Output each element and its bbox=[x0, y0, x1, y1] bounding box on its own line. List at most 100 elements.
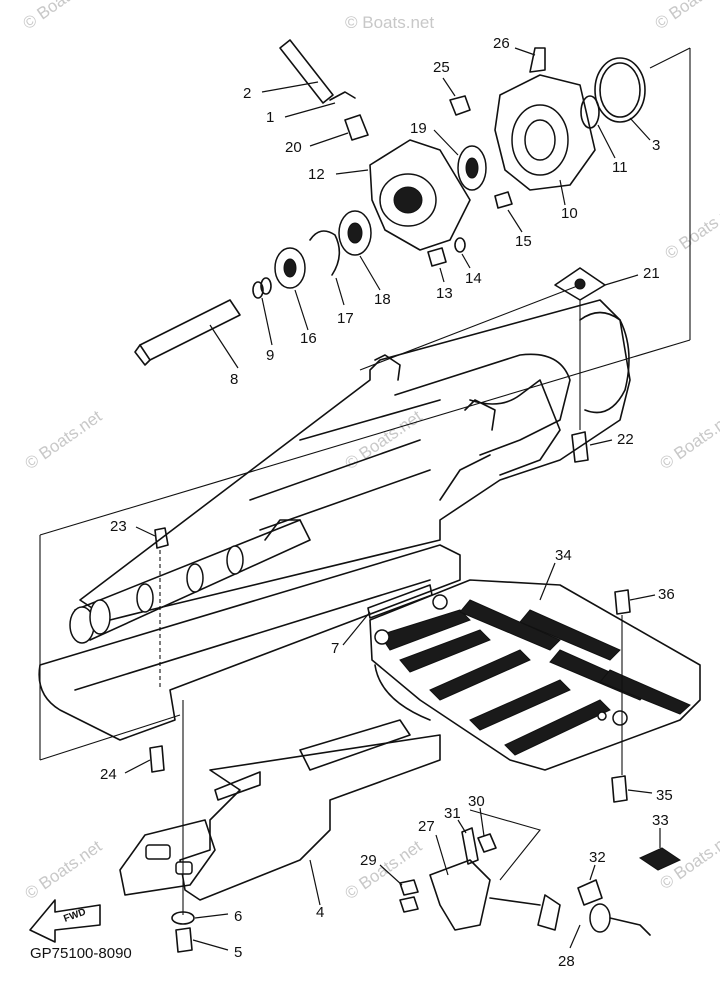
part-8-shaft bbox=[139, 299, 241, 361]
callout-3: 3 bbox=[652, 137, 660, 154]
grate-bolt-hole bbox=[374, 629, 390, 645]
callout-15: 15 bbox=[515, 233, 532, 250]
grate-slot bbox=[519, 609, 621, 661]
part-28-cable bbox=[489, 894, 561, 931]
grate-bolt-hole bbox=[612, 710, 628, 726]
leader-line bbox=[433, 129, 459, 156]
callout-28: 28 bbox=[558, 953, 575, 970]
leader-line bbox=[439, 267, 445, 283]
leader-line bbox=[261, 297, 273, 346]
leader-line bbox=[294, 289, 309, 331]
part-16-seal-inner bbox=[283, 258, 297, 278]
leader-line bbox=[457, 819, 467, 834]
callout-23: 23 bbox=[110, 518, 127, 535]
callout-8: 8 bbox=[230, 371, 238, 388]
grate-slot bbox=[399, 629, 491, 673]
callout-11: 11 bbox=[612, 159, 628, 176]
part-2-pin bbox=[279, 39, 334, 104]
callout-14: 14 bbox=[465, 270, 482, 287]
sponson-slot bbox=[175, 861, 193, 875]
leader-line bbox=[192, 939, 229, 951]
grate-bolt-hole bbox=[432, 594, 448, 610]
part-12-housing bbox=[369, 139, 471, 251]
leader-line bbox=[309, 859, 321, 906]
sponson-block bbox=[119, 819, 216, 896]
callout-1: 1 bbox=[266, 109, 274, 126]
part-30-nut bbox=[477, 833, 497, 853]
part-10-cover bbox=[494, 74, 596, 191]
part-9-o-ring bbox=[260, 277, 272, 295]
ride-plate bbox=[179, 719, 441, 901]
part-20-bolt bbox=[344, 114, 369, 141]
pump-body-line bbox=[439, 454, 491, 501]
grate-slot bbox=[379, 609, 471, 651]
part-24-bolt bbox=[149, 745, 165, 773]
part-29-screw bbox=[399, 879, 419, 896]
callout-2: 2 bbox=[243, 85, 251, 102]
part-5-bolt bbox=[175, 927, 193, 953]
frame-line bbox=[39, 714, 181, 761]
part-29-screw bbox=[399, 896, 419, 913]
diagram-code: GP75100-8090 bbox=[30, 945, 132, 962]
bracket-tab bbox=[374, 354, 401, 381]
part-15-pin bbox=[494, 191, 513, 209]
frame-line bbox=[39, 339, 691, 536]
part-32-sleeve bbox=[577, 879, 603, 906]
fwd-label: FWD bbox=[62, 907, 87, 925]
ride-plate-slot bbox=[214, 771, 261, 801]
grate-bolt-hole bbox=[597, 711, 607, 721]
pump-bell bbox=[579, 311, 630, 414]
ride-plate-fin bbox=[299, 719, 411, 771]
leader-line bbox=[342, 611, 371, 646]
tunnel-housing bbox=[79, 299, 631, 621]
shaft-bulge bbox=[186, 563, 204, 593]
leader-line bbox=[309, 132, 349, 147]
leader-line bbox=[359, 255, 381, 291]
part-36-bolt bbox=[614, 589, 631, 615]
callout-10: 10 bbox=[561, 205, 578, 222]
frame-line bbox=[649, 47, 691, 69]
callout-21: 21 bbox=[643, 265, 660, 282]
leader-line bbox=[589, 864, 596, 881]
leader-line bbox=[284, 102, 336, 118]
leader-line bbox=[435, 834, 449, 876]
part-33-pad bbox=[638, 847, 682, 871]
hull-plate-outline bbox=[38, 544, 461, 741]
callouts: 1 2 3 4 5 6 7 8 9 10 11 12 13 14 15 16 1… bbox=[100, 35, 675, 970]
part-14-washer bbox=[454, 237, 466, 253]
watermark: © Boats.net bbox=[21, 836, 105, 903]
part-26-bracket bbox=[529, 47, 546, 73]
watermark-layer: © Boats.net © Boats.net © Boats.net © Bo… bbox=[19, 0, 720, 903]
callout-34: 34 bbox=[555, 547, 572, 564]
drive-shaft bbox=[69, 519, 311, 644]
callout-35: 35 bbox=[656, 787, 673, 804]
callout-12: 12 bbox=[308, 166, 325, 183]
leader-line bbox=[335, 169, 369, 175]
grate-slot bbox=[469, 679, 571, 731]
leader-line bbox=[335, 277, 345, 306]
part-19-bearing-inner bbox=[465, 157, 479, 179]
part-13-bolt bbox=[427, 247, 447, 267]
ride-plate-outline bbox=[179, 734, 441, 901]
callout-33: 33 bbox=[652, 812, 669, 829]
grate-lip bbox=[374, 664, 431, 721]
callout-36: 36 bbox=[658, 586, 675, 603]
leader-line bbox=[135, 526, 156, 537]
leader-line bbox=[559, 179, 566, 206]
callout-16: 16 bbox=[300, 330, 317, 347]
part-35-bolt bbox=[611, 775, 628, 803]
callout-18: 18 bbox=[374, 291, 391, 308]
leader-line bbox=[379, 864, 403, 886]
sponson-outline bbox=[119, 819, 216, 896]
part-12-bore-inner bbox=[393, 186, 423, 214]
tunnel-outline bbox=[79, 299, 631, 621]
leader-line bbox=[461, 253, 471, 269]
shaft-end bbox=[264, 519, 301, 541]
callout-5: 5 bbox=[234, 944, 242, 961]
part-25-bolt bbox=[449, 95, 471, 116]
part-23-bolt bbox=[154, 527, 169, 549]
callout-13: 13 bbox=[436, 285, 453, 302]
leader-line bbox=[629, 594, 656, 601]
